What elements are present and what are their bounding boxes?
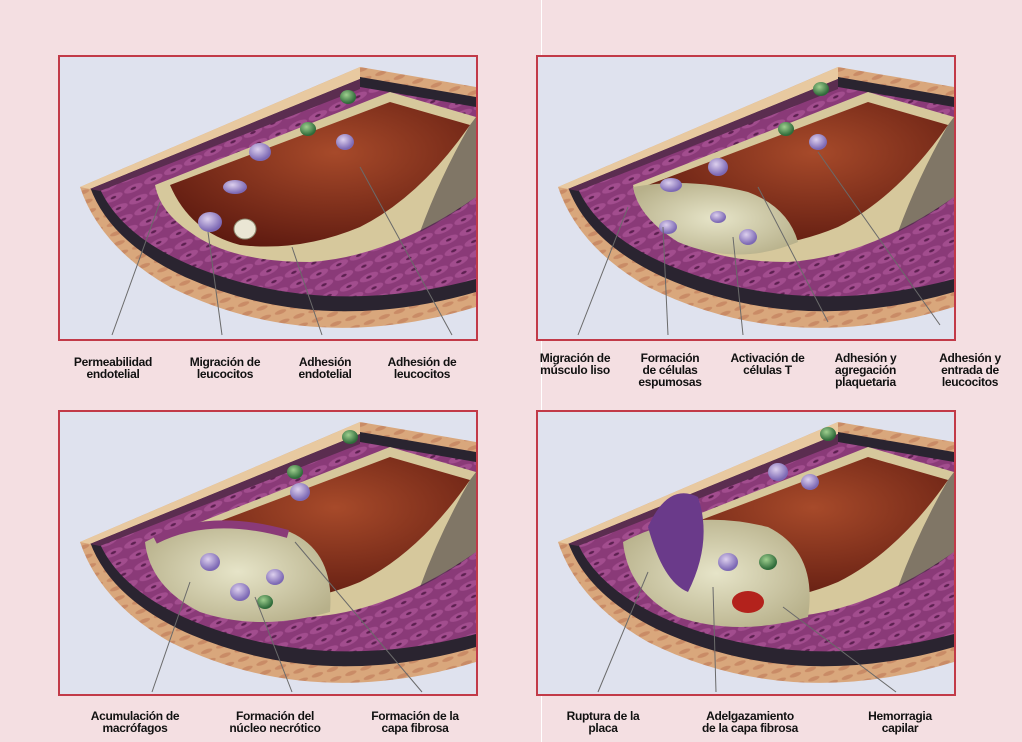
label-platelet-adhesion-aggregation: Adhesión y agregación plaquetaria: [818, 352, 913, 388]
leukocyte-cell: [223, 180, 247, 194]
artery-illustration: [60, 412, 476, 694]
label-leukocyte-adhesion: Adhesión de leucocitos: [372, 356, 472, 380]
panel-stage-3-illustration: [58, 410, 478, 696]
artery-illustration: [60, 57, 476, 339]
platelet-cell: [813, 82, 829, 96]
artery-illustration: [538, 412, 954, 694]
platelet-cell: [300, 122, 316, 136]
macrophage: [718, 553, 738, 571]
platelet-cell: [342, 430, 358, 444]
macrophage: [759, 554, 777, 570]
leukocyte-cell: [234, 219, 256, 239]
platelet-cell: [778, 122, 794, 136]
label-leukocyte-adhesion-entry: Adhesión y entrada de leucocitos: [920, 352, 1020, 388]
foam-cell: [710, 211, 726, 223]
leukocyte-cell: [768, 463, 788, 481]
label-endothelial-permeability: Permeabilidad endotelial: [58, 356, 168, 380]
label-necrotic-core-formation: Formación del núcleo necrótico: [210, 710, 340, 734]
macrophage: [200, 553, 220, 571]
t-cell: [739, 229, 757, 245]
macrophage: [266, 569, 284, 585]
leukocyte-cell: [708, 158, 728, 176]
label-t-cell-activation: Activación de células T: [720, 352, 815, 376]
artery-illustration: [538, 57, 954, 339]
label-fibrous-cap-thinning: Adelgazamiento de la capa fibrosa: [680, 710, 820, 734]
platelet-cell: [340, 90, 356, 104]
macrophage: [230, 583, 250, 601]
leukocyte-cell: [660, 178, 682, 192]
label-macrophage-accumulation: Acumulación de macrófagos: [70, 710, 200, 734]
leukocyte-cell: [801, 474, 819, 490]
label-foam-cell-formation: Formación de células espumosas: [625, 352, 715, 388]
label-fibrous-cap-formation: Formación de la capa fibrosa: [350, 710, 480, 734]
macrophage: [257, 595, 273, 609]
panel-stage-4-illustration: [536, 410, 956, 696]
leukocyte-cell: [249, 143, 271, 161]
platelet-cell: [287, 465, 303, 479]
leukocyte-cell: [290, 483, 310, 501]
platelet-cell: [820, 427, 836, 441]
label-leukocyte-migration: Migración de leucocitos: [170, 356, 280, 380]
leukocyte-cell: [809, 134, 827, 150]
panel-stage-1-illustration: [58, 55, 478, 341]
capillary-hemorrhage: [732, 591, 764, 613]
leukocyte-cell: [336, 134, 354, 150]
label-plaque-rupture: Ruptura de la placa: [548, 710, 658, 734]
label-smooth-muscle-migration: Migración de músculo liso: [530, 352, 620, 376]
label-endothelial-adhesion: Adhesión endotelial: [280, 356, 370, 380]
leukocyte-cell: [198, 212, 222, 232]
panel-stage-2-illustration: [536, 55, 956, 341]
label-capillary-hemorrhage: Hemorragia capilar: [845, 710, 955, 734]
foam-cell: [659, 220, 677, 234]
